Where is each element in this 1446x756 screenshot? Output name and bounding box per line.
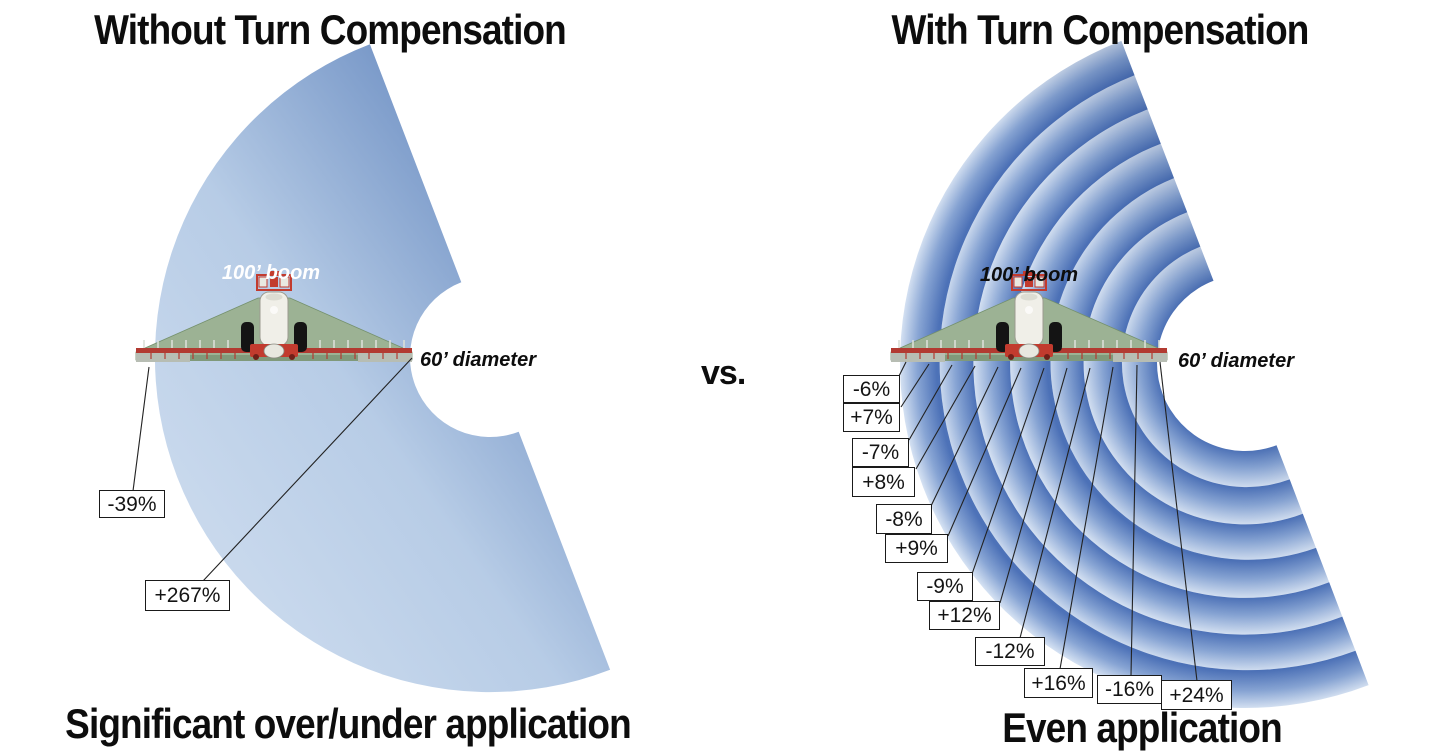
callout-minus-9: -9% [917, 572, 973, 601]
callout-plus-12: +12% [929, 601, 1000, 630]
callout-minus-16: -16% [1097, 675, 1162, 704]
callout-minus-8: -8% [876, 504, 932, 534]
left-boom-label: 100’ boom [221, 262, 321, 284]
callout-minus-7: -7% [852, 438, 909, 467]
right-diameter-label: 60’ diameter [1178, 350, 1294, 372]
vs-label: vs. [701, 354, 746, 392]
right-boom-label: 100’ boom [979, 264, 1079, 286]
callout-plus-16: +16% [1024, 668, 1093, 698]
left-panel-title: Without Turn Compensation [94, 6, 567, 53]
left-diameter-label: 60’ diameter [420, 349, 536, 371]
callout-minus-12: -12% [975, 637, 1045, 666]
left-panel-caption: Significant over/under application [65, 700, 632, 747]
callout-plus-267: +267% [145, 580, 230, 611]
right-panel-title: With Turn Compensation [891, 6, 1310, 53]
left-spray-fan [154, 44, 611, 693]
callout-plus-7: +7% [843, 403, 900, 432]
callout-minus-6: -6% [843, 375, 900, 403]
callout-plus-24: +24% [1161, 680, 1232, 710]
callout-plus-8: +8% [852, 467, 915, 497]
left-leader-lines [132, 357, 413, 582]
callout-plus-9: +9% [885, 534, 948, 563]
right-panel-caption: Even application [1002, 704, 1282, 751]
callout-minus-39: -39% [99, 490, 165, 518]
right-leader-lines [898, 361, 1198, 682]
